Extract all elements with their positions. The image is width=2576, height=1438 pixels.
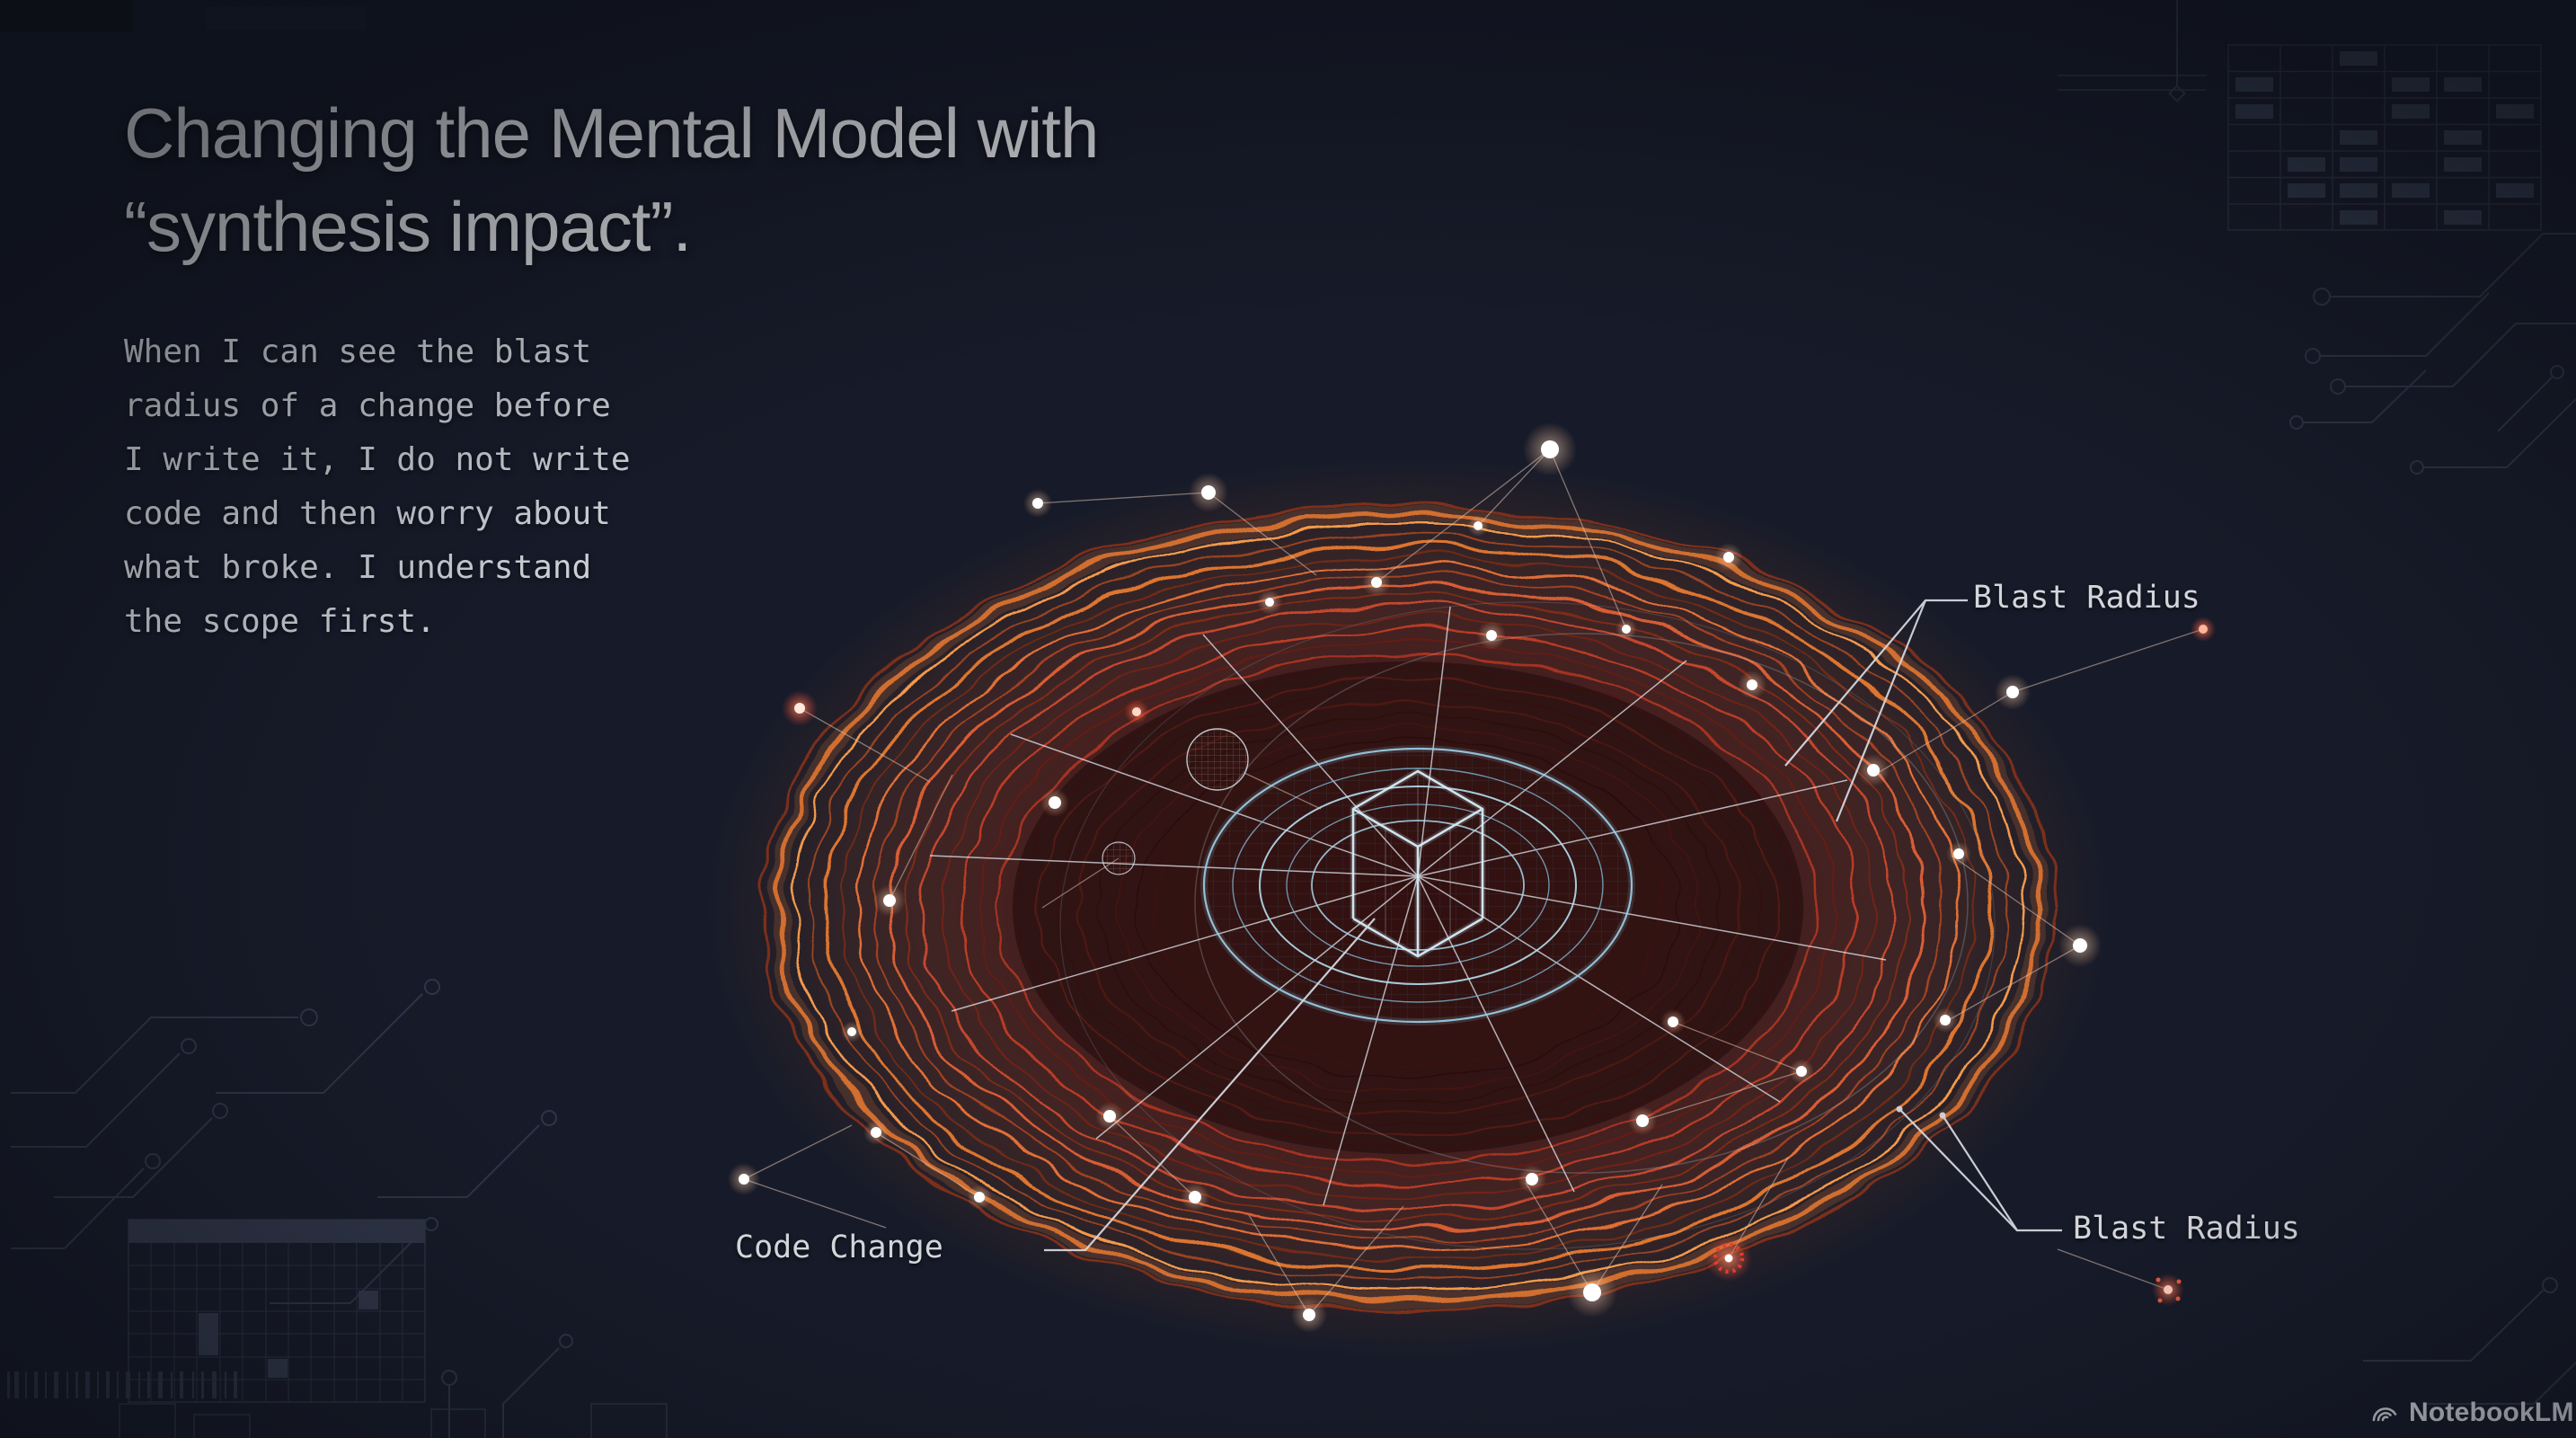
label-code-change: Code Change — [735, 1229, 943, 1265]
page-title: Changing the Mental Model with “synthesi… — [124, 86, 1651, 273]
title-line-1: Changing the Mental Model with — [124, 93, 1099, 173]
bottom-edge-rects — [119, 1403, 668, 1438]
quote-line: the scope first. — [124, 603, 436, 640]
mesh-sphere-small — [1102, 841, 1136, 875]
data-grid-top-right — [2227, 44, 2542, 231]
white-arcs — [1059, 601, 1996, 1250]
quote-line: I write it, I do not write — [124, 441, 631, 478]
notebooklm-arcs-icon — [2368, 1397, 2401, 1429]
top-left-corner-decor — [0, 0, 367, 32]
quote-line: code and then worry about — [124, 495, 611, 532]
notebooklm-logo: NotebookLM — [2368, 1395, 2574, 1431]
gear-node — [1705, 1235, 1752, 1282]
calendar-grid-bottom-left — [128, 1219, 426, 1403]
network-nodes — [728, 422, 2216, 1333]
circuit-traces-top-right — [2058, 0, 2576, 475]
quote-block: When I can see the blast radius of a cha… — [124, 325, 861, 649]
notebooklm-logo-text: NotebookLM — [2409, 1398, 2574, 1427]
label-blast-radius-bottom: Blast Radius — [2073, 1211, 2300, 1247]
red-cluster-node — [2152, 1274, 2184, 1306]
barcode-decor — [7, 1371, 237, 1398]
quote-line: radius of a change before — [124, 387, 611, 424]
title-line-2: “synthesis impact”. — [124, 187, 692, 266]
center-cube-icon — [1350, 768, 1486, 960]
mesh-sphere-large — [1186, 728, 1249, 791]
quote-line: When I can see the blast — [124, 333, 592, 370]
label-leader-lines — [1044, 599, 2062, 1252]
quote-line: what broke. I understand — [124, 549, 592, 586]
label-blast-radius-top: Blast Radius — [1973, 580, 2200, 616]
